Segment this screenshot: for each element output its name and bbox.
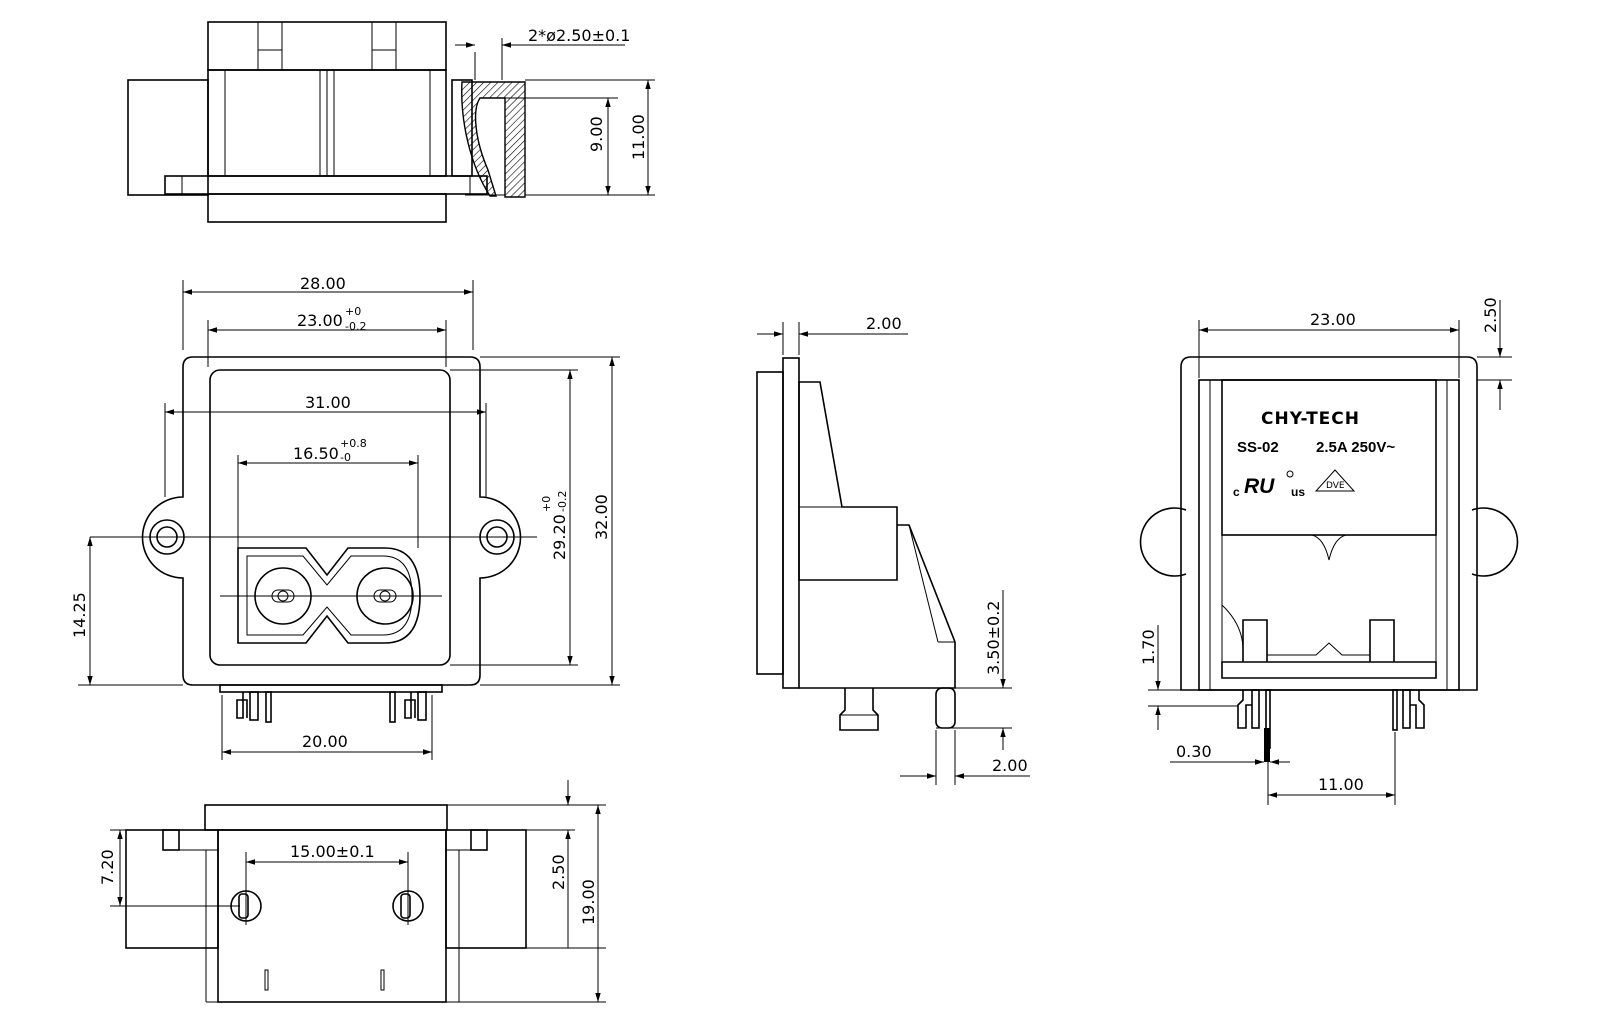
top-dim-11: 11.00	[629, 114, 648, 160]
back-dim-030: 0.30	[1176, 742, 1212, 761]
front-view: 28.00 23.00 +0 -0.2 31.00 16.50 +0.8 -0 …	[70, 274, 620, 760]
side-dim-2-top: 2.00	[866, 314, 902, 333]
cert-us-label: us	[1291, 485, 1305, 499]
front-dim-2920-tol-minus: -0.2	[556, 491, 569, 512]
back-model-label: SS-02	[1237, 439, 1279, 456]
side-dim-350: 3.50±0.2	[984, 601, 1003, 675]
bottom-dim-15: 15.00±0.1	[290, 842, 375, 861]
front-dim-1425: 14.25	[70, 592, 89, 638]
top-dim-9: 9.00	[587, 116, 606, 152]
back-brand-label: CHY-TECH	[1261, 409, 1360, 429]
side-dim-2-bottom: 2.00	[992, 756, 1028, 775]
back-dim-250: 2.50	[1481, 297, 1500, 333]
bottom-dim-19: 19.00	[579, 879, 598, 925]
top-hole-callout: 2*ø2.50±0.1	[528, 26, 630, 45]
back-dim-170: 1.70	[1139, 629, 1158, 665]
back-view: CHY-TECH SS-02 2.5A 250V~ c RU us DVE 23…	[1139, 297, 1519, 805]
cert-ru-mark: RU	[1244, 475, 1275, 498]
cert-vde-label: DVE	[1326, 481, 1345, 491]
back-dim-11: 11.00	[1318, 775, 1364, 794]
top-view: 2*ø2.50±0.1 9.00 11.00	[127, 21, 655, 223]
front-dim-23-tol-minus: -0.2	[345, 320, 366, 333]
front-dim-28: 28.00	[300, 274, 346, 293]
side-view: 2.00 3.50±0.2 2.00	[756, 314, 1030, 785]
front-dim-31: 31.00	[305, 393, 351, 412]
front-dim-2920-base: 29.20	[550, 514, 569, 560]
back-rating-label: 2.5A 250V~	[1316, 439, 1395, 456]
bottom-view: 15.00±0.1 7.20 2.50 19.00	[98, 780, 606, 1003]
front-dim-32: 32.00	[592, 494, 611, 540]
bottom-dim-250: 2.50	[549, 854, 568, 890]
cert-c-label: c	[1233, 485, 1240, 499]
front-dim-1650-base: 16.50	[293, 444, 339, 463]
front-dim-1650-tol-minus: -0	[340, 451, 351, 464]
front-dim-23-base: 23.00	[297, 311, 343, 330]
vde-triangle-icon	[1314, 469, 1356, 492]
front-dim-1650-tol-plus: +0.8	[340, 437, 367, 450]
front-dim-23-tol-plus: +0	[345, 305, 361, 318]
front-dim-2920-tol-plus: +0	[540, 496, 553, 512]
front-dim-20: 20.00	[302, 732, 348, 751]
back-dim-23: 23.00	[1310, 310, 1356, 329]
bottom-dim-720: 7.20	[98, 849, 117, 885]
